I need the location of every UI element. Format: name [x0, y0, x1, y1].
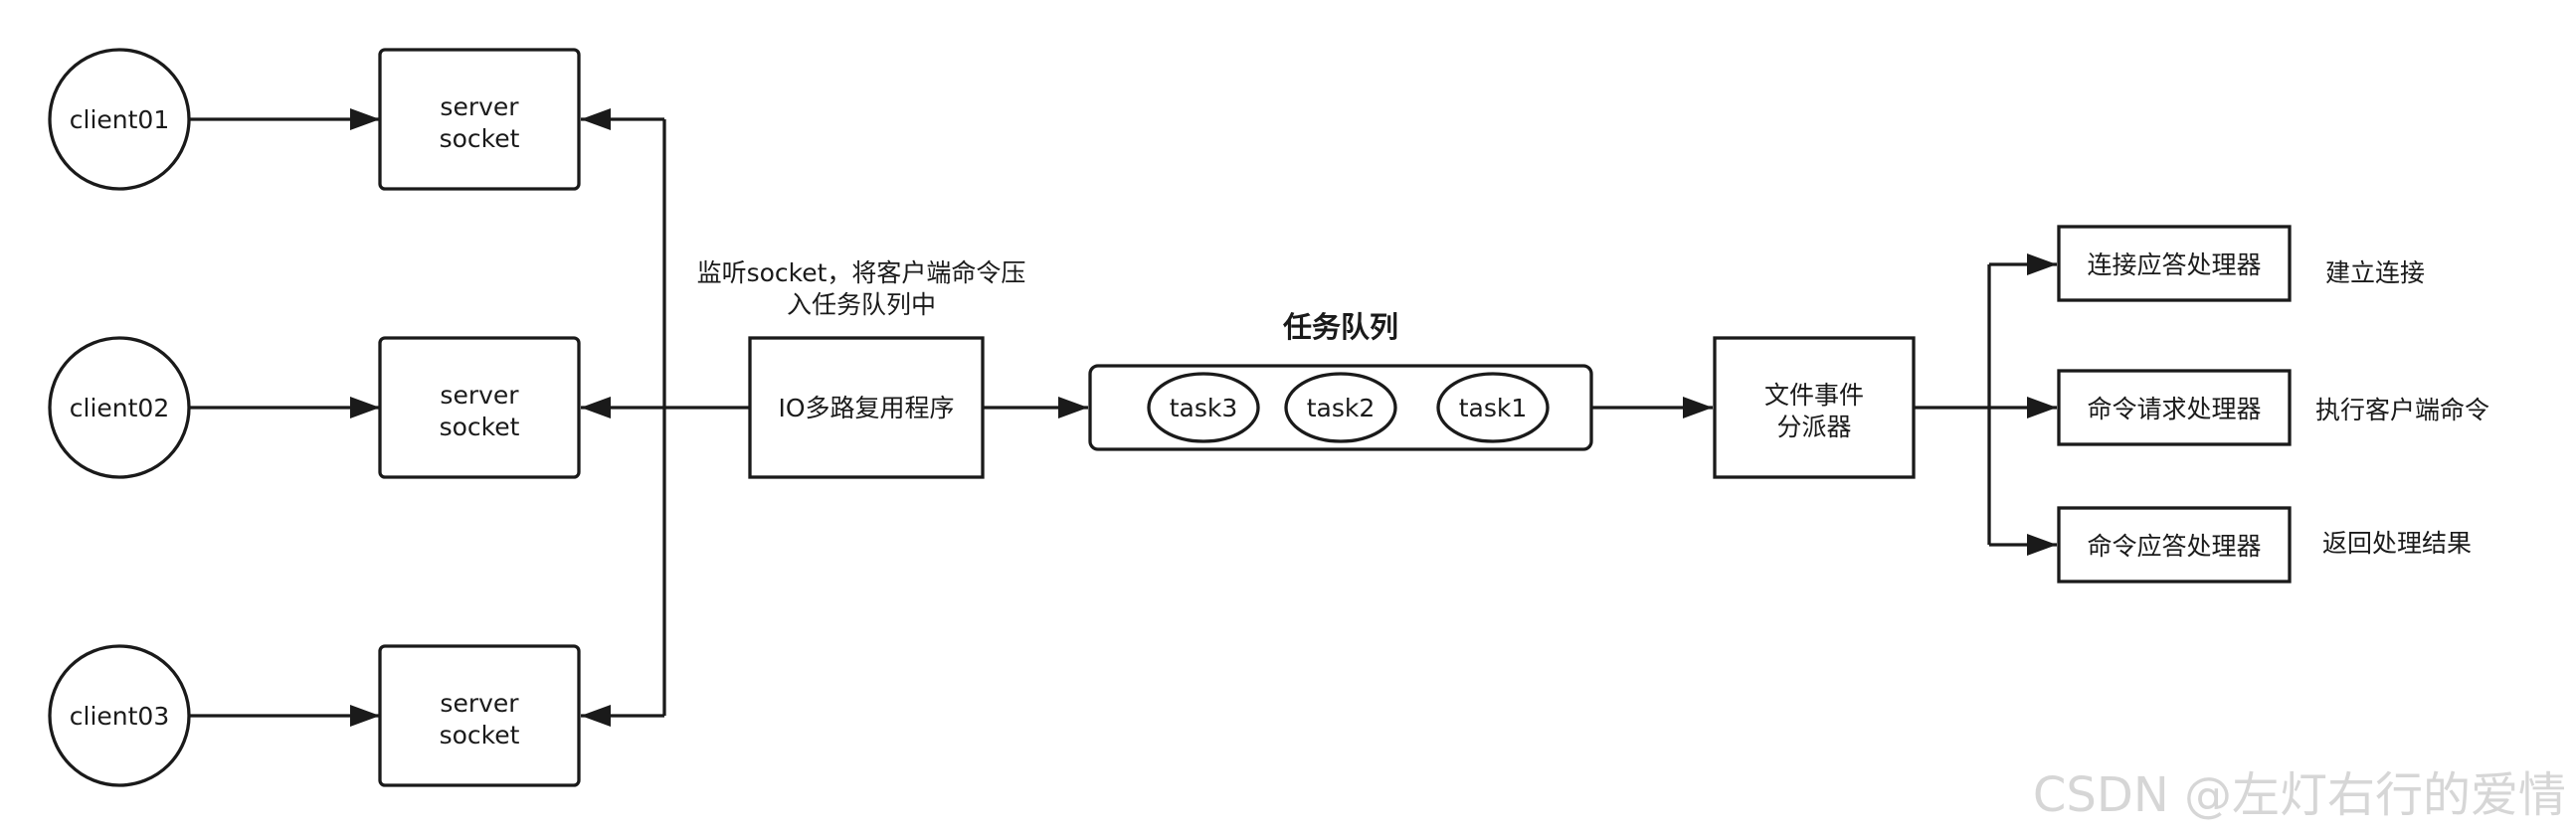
- io-annotation-line1: 监听socket，将客户端命令压: [697, 258, 1026, 287]
- client01-label: client01: [70, 105, 169, 134]
- client03-label: client03: [70, 702, 169, 731]
- handler-connect-accept-label: 连接应答处理器: [2087, 250, 2261, 279]
- server-socket-1-line2: socket: [440, 124, 520, 153]
- dispatcher-node[interactable]: 文件事件 分派器: [1713, 336, 1916, 479]
- server-socket-3[interactable]: server socket: [378, 644, 581, 787]
- task3-item[interactable]: task3: [1147, 372, 1260, 443]
- server-socket-3-line1: server: [440, 689, 519, 718]
- server-socket-3-line2: socket: [440, 721, 520, 750]
- task-queue-node[interactable]: task3 task2 task1: [1088, 364, 1593, 451]
- dispatcher-line1: 文件事件: [1764, 381, 1864, 410]
- handler-command-request-note: 执行客户端命令: [2315, 396, 2489, 424]
- client02-node[interactable]: client02: [48, 336, 191, 479]
- dispatcher-line2: 分派器: [1776, 413, 1851, 441]
- io-annotation-line2: 入任务队列中: [787, 290, 936, 319]
- server-socket-2-line2: socket: [440, 413, 520, 441]
- client02-label: client02: [70, 394, 169, 422]
- task1-label: task1: [1459, 394, 1528, 422]
- task3-label: task3: [1170, 394, 1238, 422]
- task-queue-title: 任务队列: [1282, 310, 1398, 344]
- handler-command-reply[interactable]: 命令应答处理器: [2057, 506, 2292, 584]
- io-multiplexer-label: IO多路复用程序: [778, 394, 954, 422]
- client03-node[interactable]: client03: [48, 644, 191, 787]
- handler-command-reply-label: 命令应答处理器: [2087, 532, 2261, 561]
- server-socket-1[interactable]: server socket: [378, 48, 581, 191]
- handler-command-request[interactable]: 命令请求处理器: [2057, 369, 2292, 446]
- csdn-watermark: CSDN @左灯右行的爱情: [2033, 767, 2566, 823]
- server-socket-1-line1: server: [440, 92, 519, 121]
- client01-node[interactable]: client01: [48, 48, 191, 191]
- handler-connect-accept-note: 建立连接: [2325, 258, 2425, 287]
- handler-command-reply-note: 返回处理结果: [2322, 529, 2472, 558]
- server-socket-2[interactable]: server socket: [378, 336, 581, 479]
- task2-label: task2: [1307, 394, 1376, 422]
- handler-connect-accept[interactable]: 连接应答处理器: [2057, 225, 2292, 302]
- handler-command-request-label: 命令请求处理器: [2087, 395, 2261, 423]
- task2-item[interactable]: task2: [1284, 372, 1397, 443]
- task1-item[interactable]: task1: [1436, 372, 1550, 443]
- server-socket-2-line1: server: [440, 381, 519, 410]
- io-multiplexer-node[interactable]: IO多路复用程序: [748, 336, 985, 479]
